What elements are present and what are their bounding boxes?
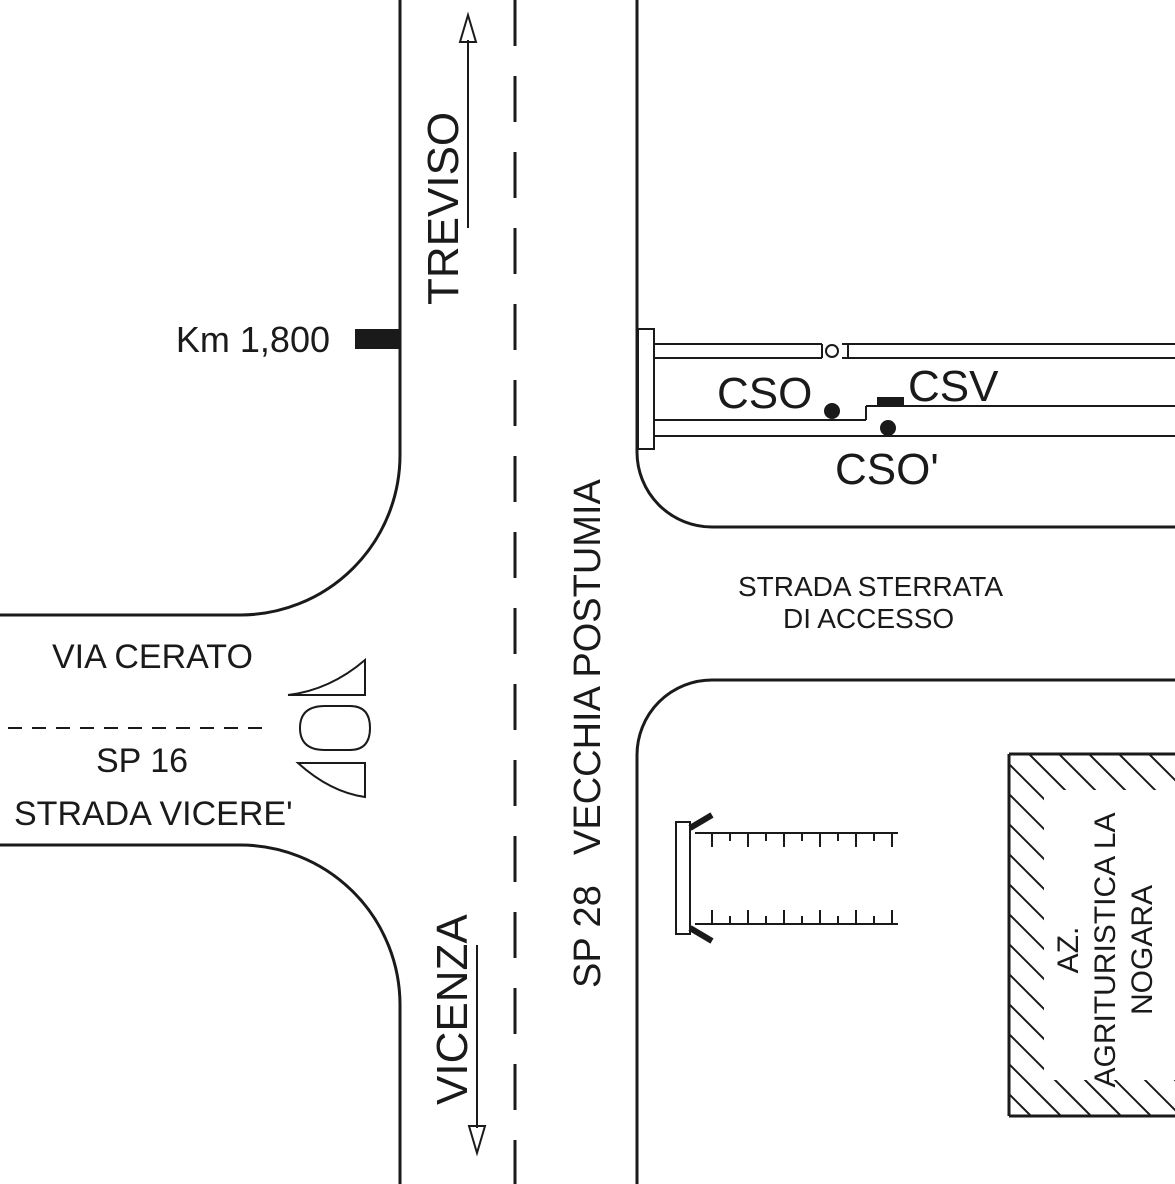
main-road-name: VECCHIA POSTUMIA <box>567 479 609 855</box>
direction-label-north: TREVISO <box>419 112 468 305</box>
km-marker-icon <box>355 329 400 349</box>
hatch-line <box>609 754 971 1116</box>
farm-label-line3: NOGARA <box>1126 885 1159 1015</box>
traffic-island-icon <box>287 657 372 799</box>
direction-label-south: VICENZA <box>428 914 477 1105</box>
csv-marker-icon <box>877 397 904 405</box>
arrow-south-icon <box>467 945 487 1157</box>
side-road-name: VIA CERATO <box>52 638 253 676</box>
side-road-code: SP 16 <box>96 742 188 780</box>
farm-building <box>609 752 1175 1118</box>
hatch-line <box>1009 1062 1062 1116</box>
access-road-label-line1: STRADA STERRATA <box>738 571 1003 602</box>
valve-icon <box>825 344 839 358</box>
farm-label-line2: AGRITURISTICA LA <box>1089 812 1122 1087</box>
station-label-cso: CSO <box>717 369 812 418</box>
main-road-code: SP 28 <box>567 885 609 988</box>
hatch-line <box>1009 1032 1092 1116</box>
side-road-alt-name: STRADA VICERE' <box>14 795 293 833</box>
cso-prime-point-icon <box>880 420 896 436</box>
station-label-cso-prime: CSO' <box>835 445 939 494</box>
arrow-north-icon <box>458 11 478 228</box>
station-label-csv: CSV <box>908 362 999 411</box>
access-road-label-line2: DI ACCESSO <box>783 603 954 634</box>
hatch-line <box>639 754 1001 1116</box>
hatch-line <box>1009 1092 1032 1116</box>
farm-label-line1: AZ. <box>1052 927 1085 974</box>
bridge-structure <box>675 812 898 944</box>
km-marker-label: Km 1,800 <box>176 319 330 360</box>
cso-point-icon <box>824 403 840 419</box>
measurement-station <box>637 328 1175 450</box>
